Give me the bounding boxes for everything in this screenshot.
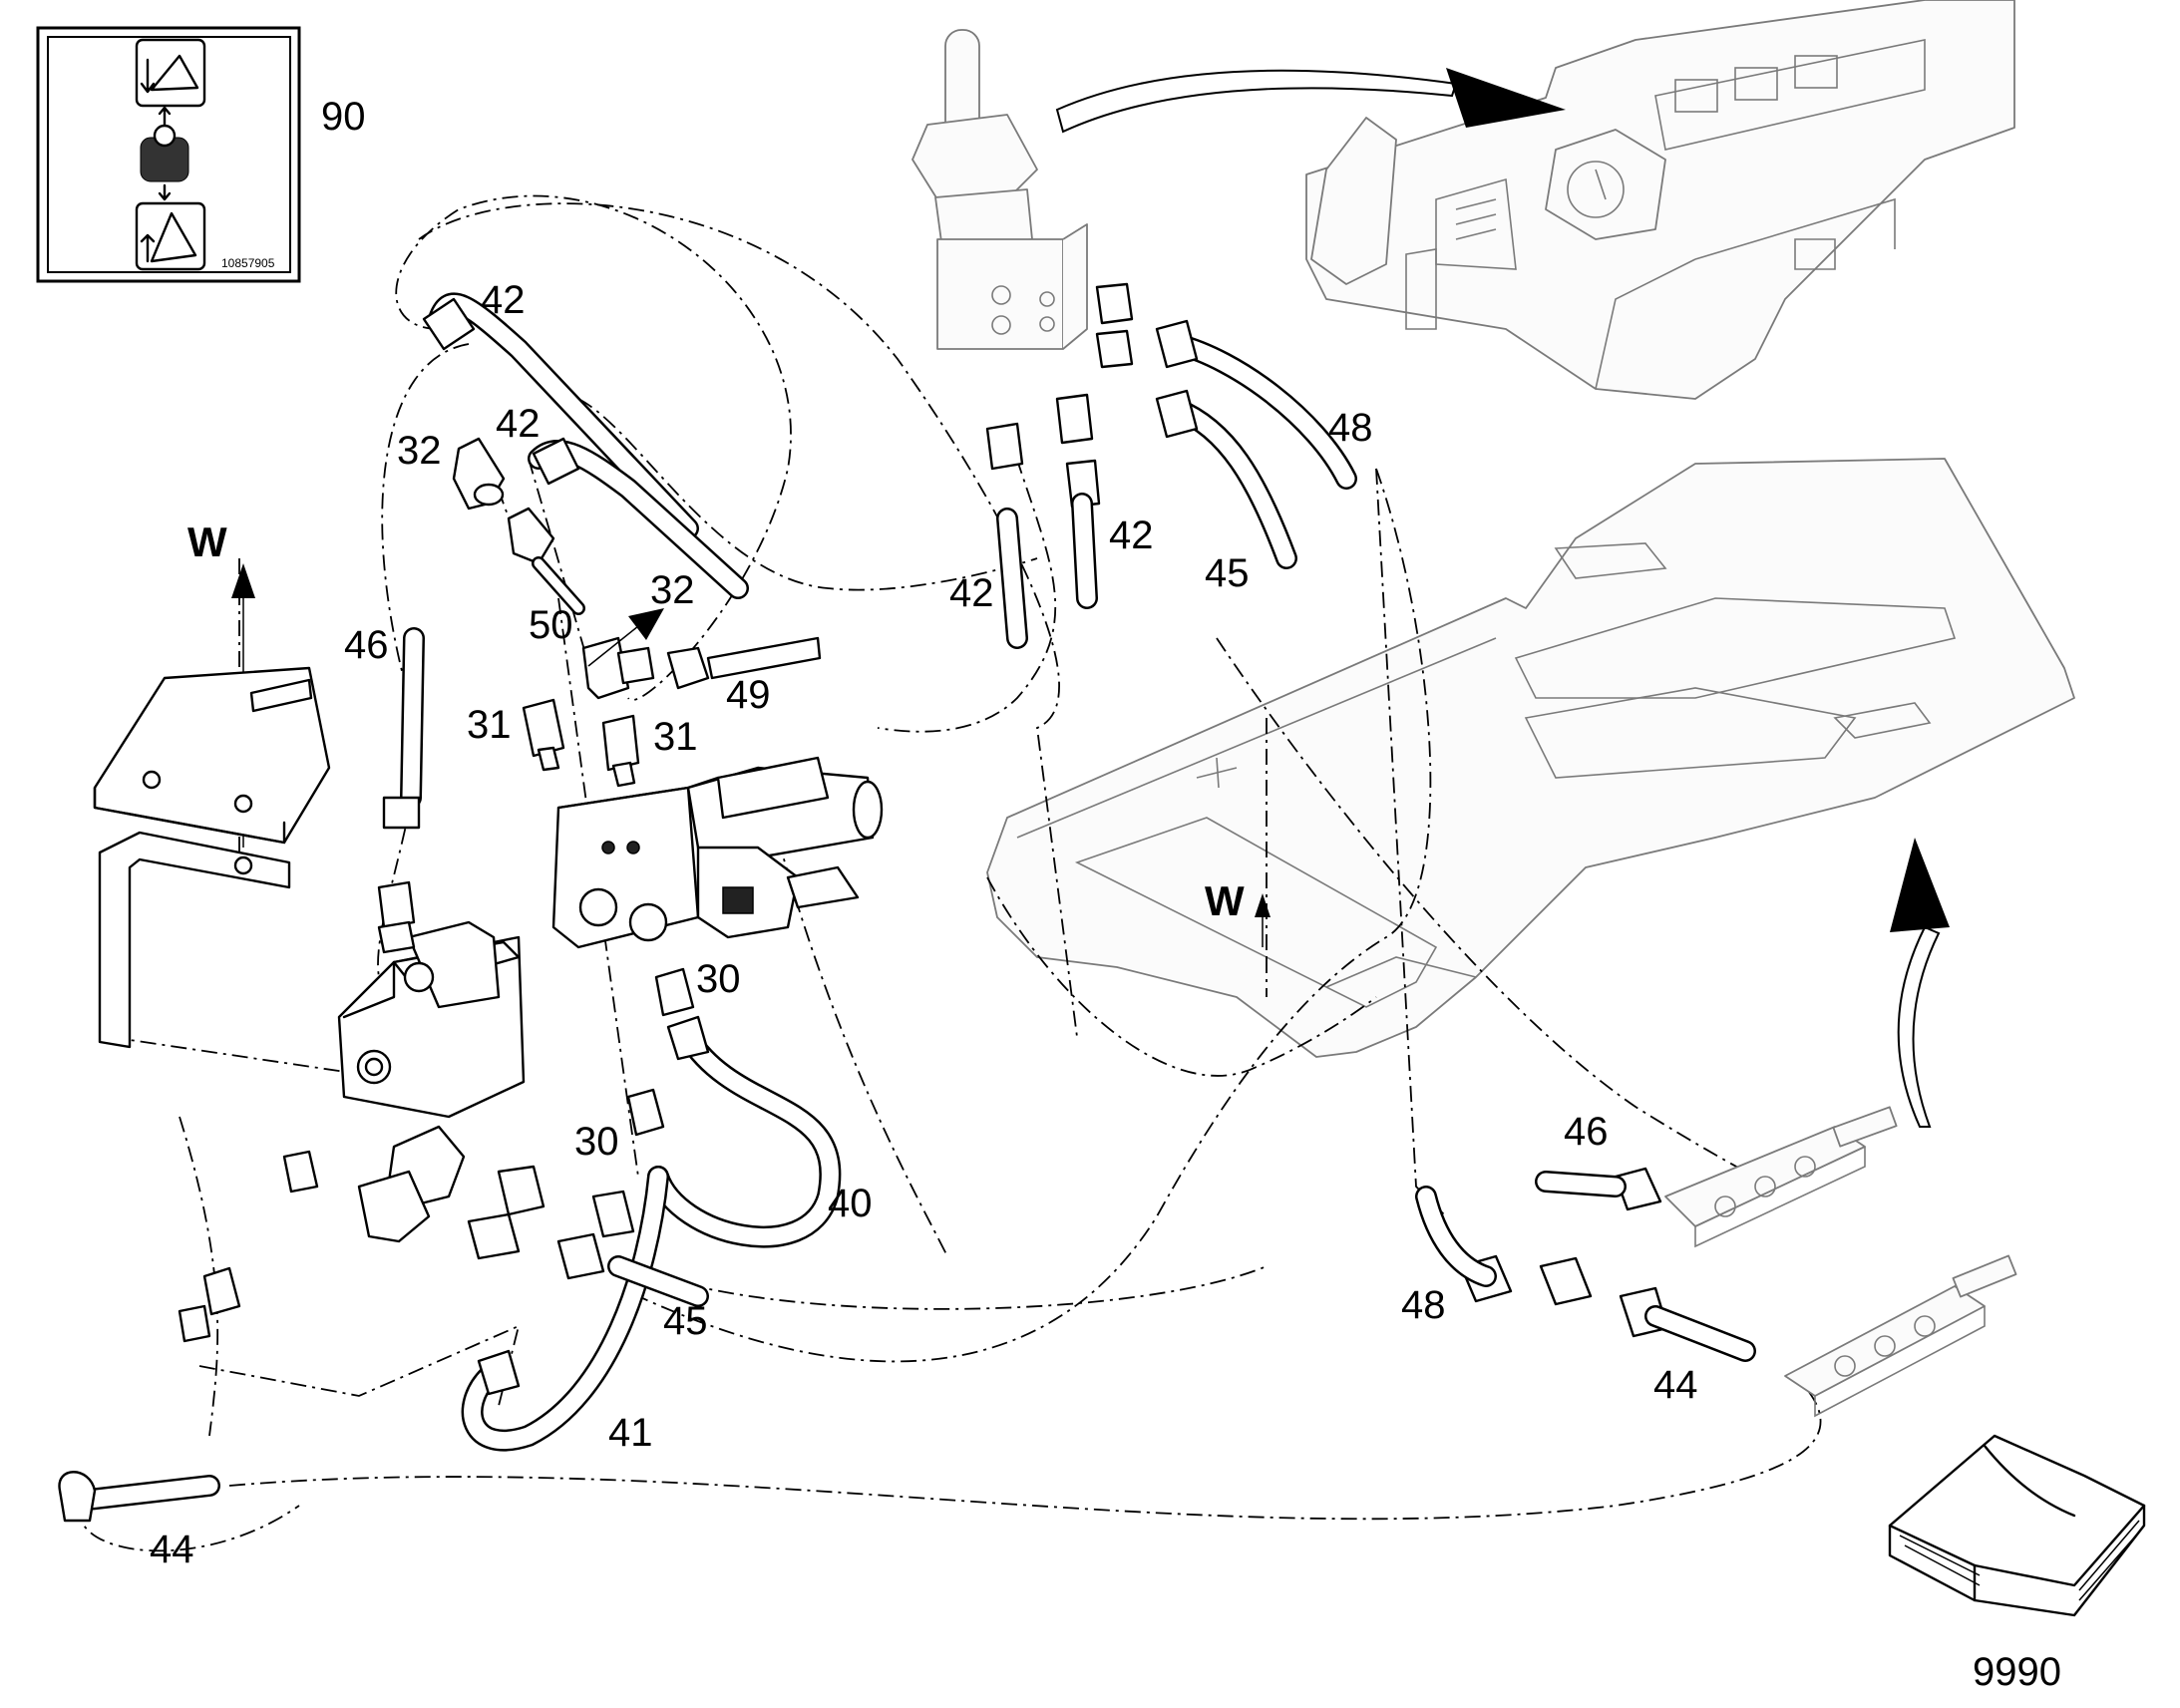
callout-31-left: 31 [467, 703, 512, 747]
w-direction-arrow-center: W [1205, 877, 1271, 947]
w-marker-center: W [1205, 877, 1245, 924]
callout-42-second: 42 [496, 402, 541, 446]
callout-42-joystick-left: 42 [949, 571, 994, 615]
decal-90-illustration: 10857905 [36, 26, 301, 283]
arrow-up-to-floor [1897, 925, 1941, 1128]
operator-manual-book [1888, 1434, 2146, 1617]
callout-31-right: 31 [653, 715, 698, 759]
w-marker-left: W [187, 518, 227, 565]
callout-90: 90 [321, 95, 366, 139]
operator-cab-illustration [1305, 0, 2015, 400]
callout-48-bottom: 48 [1401, 1283, 1446, 1327]
curved-arrow-to-cab [1055, 69, 1458, 134]
callout-9990: 9990 [1973, 1650, 2061, 1694]
callout-44-right: 44 [1653, 1363, 1698, 1407]
callout-42-top: 42 [481, 278, 526, 322]
callout-30-lower: 30 [574, 1120, 619, 1164]
callout-45-top: 45 [1205, 551, 1250, 595]
mounting-bracket [93, 666, 331, 1049]
callout-44-left: 44 [150, 1528, 194, 1571]
callout-30-upper: 30 [696, 957, 741, 1001]
callout-labels: 42 32 42 32 50 46 31 31 49 30 30 40 45 4… [150, 278, 1698, 1571]
manifolds [1664, 1106, 2017, 1418]
callout-32-tee: 32 [650, 568, 695, 612]
callout-45-lower: 45 [663, 1299, 708, 1343]
hoses [58, 292, 1756, 1523]
callout-41: 41 [608, 1411, 653, 1455]
arrowhead-up [1890, 838, 1950, 932]
callout-49: 49 [726, 673, 771, 717]
arrowhead-to-cab [1446, 68, 1566, 128]
callout-32-upper: 32 [397, 429, 442, 473]
callout-46-right: 46 [1564, 1110, 1609, 1154]
decal-code: 10857905 [221, 256, 275, 270]
callout-46-left: 46 [344, 623, 389, 667]
solenoid-valve-left [337, 920, 526, 1119]
callout-50: 50 [529, 603, 573, 647]
callout-40: 40 [828, 1182, 873, 1225]
main-valve-block [551, 756, 884, 949]
joystick-control-valve [911, 29, 1088, 350]
callout-48-top: 48 [1328, 406, 1373, 450]
callout-42-joystick-right: 42 [1109, 513, 1154, 557]
pointer-arrowhead-32 [628, 608, 664, 640]
